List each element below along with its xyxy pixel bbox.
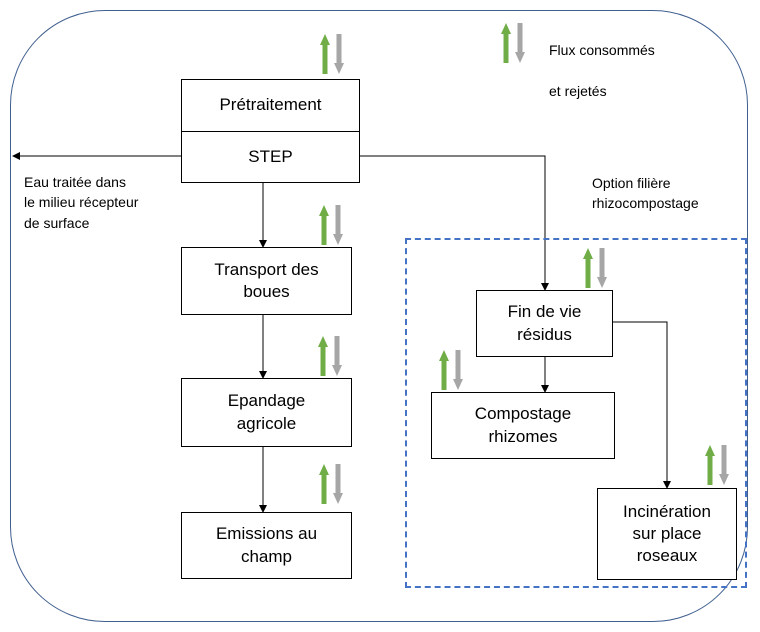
arrow-step-to-fin-de-vie [360, 155, 549, 291]
flux-icon-transport [317, 203, 345, 247]
box-transport-des-boues: Transport des boues [181, 247, 352, 315]
flux-icon-fin-de-vie [581, 246, 609, 290]
label-eau-traitee: Eau traitée dans le milieu récepteur de … [24, 174, 139, 231]
box-fin-de-vie-residus: Fin de vie résidus [476, 290, 613, 357]
box-pretraitement: Prétraitement [181, 79, 360, 132]
flux-icon-pretraitement [318, 32, 346, 76]
label-option-rhizocompostage: Option filière rhizocompostage [592, 175, 699, 212]
box-compostage-rhizomes: Compostage rhizomes [431, 392, 615, 459]
flux-icon-epandage [316, 334, 344, 378]
legend-line-2: et rejetés [549, 82, 607, 99]
arrow-fin-de-vie-to-incineration [613, 321, 671, 489]
legend-flux-icon [499, 21, 527, 65]
legend-line-1: Flux consommés [549, 42, 655, 59]
box-step: STEP [181, 131, 360, 183]
box-incineration-sur-place-roseaux: Incinération sur place roseaux [597, 488, 737, 580]
box-emissions-au-champ: Emissions au champ [181, 512, 352, 579]
box-epandage-agricole: Epandage agricole [181, 378, 352, 447]
flux-icon-compostage [437, 348, 465, 392]
legend-text: Flux consommés et rejetés [549, 20, 655, 101]
rhizocompostage-option-group [405, 238, 747, 588]
system-boundary-frame [10, 10, 748, 622]
flux-icon-incineration [703, 443, 731, 487]
flux-icon-emissions [317, 462, 345, 506]
